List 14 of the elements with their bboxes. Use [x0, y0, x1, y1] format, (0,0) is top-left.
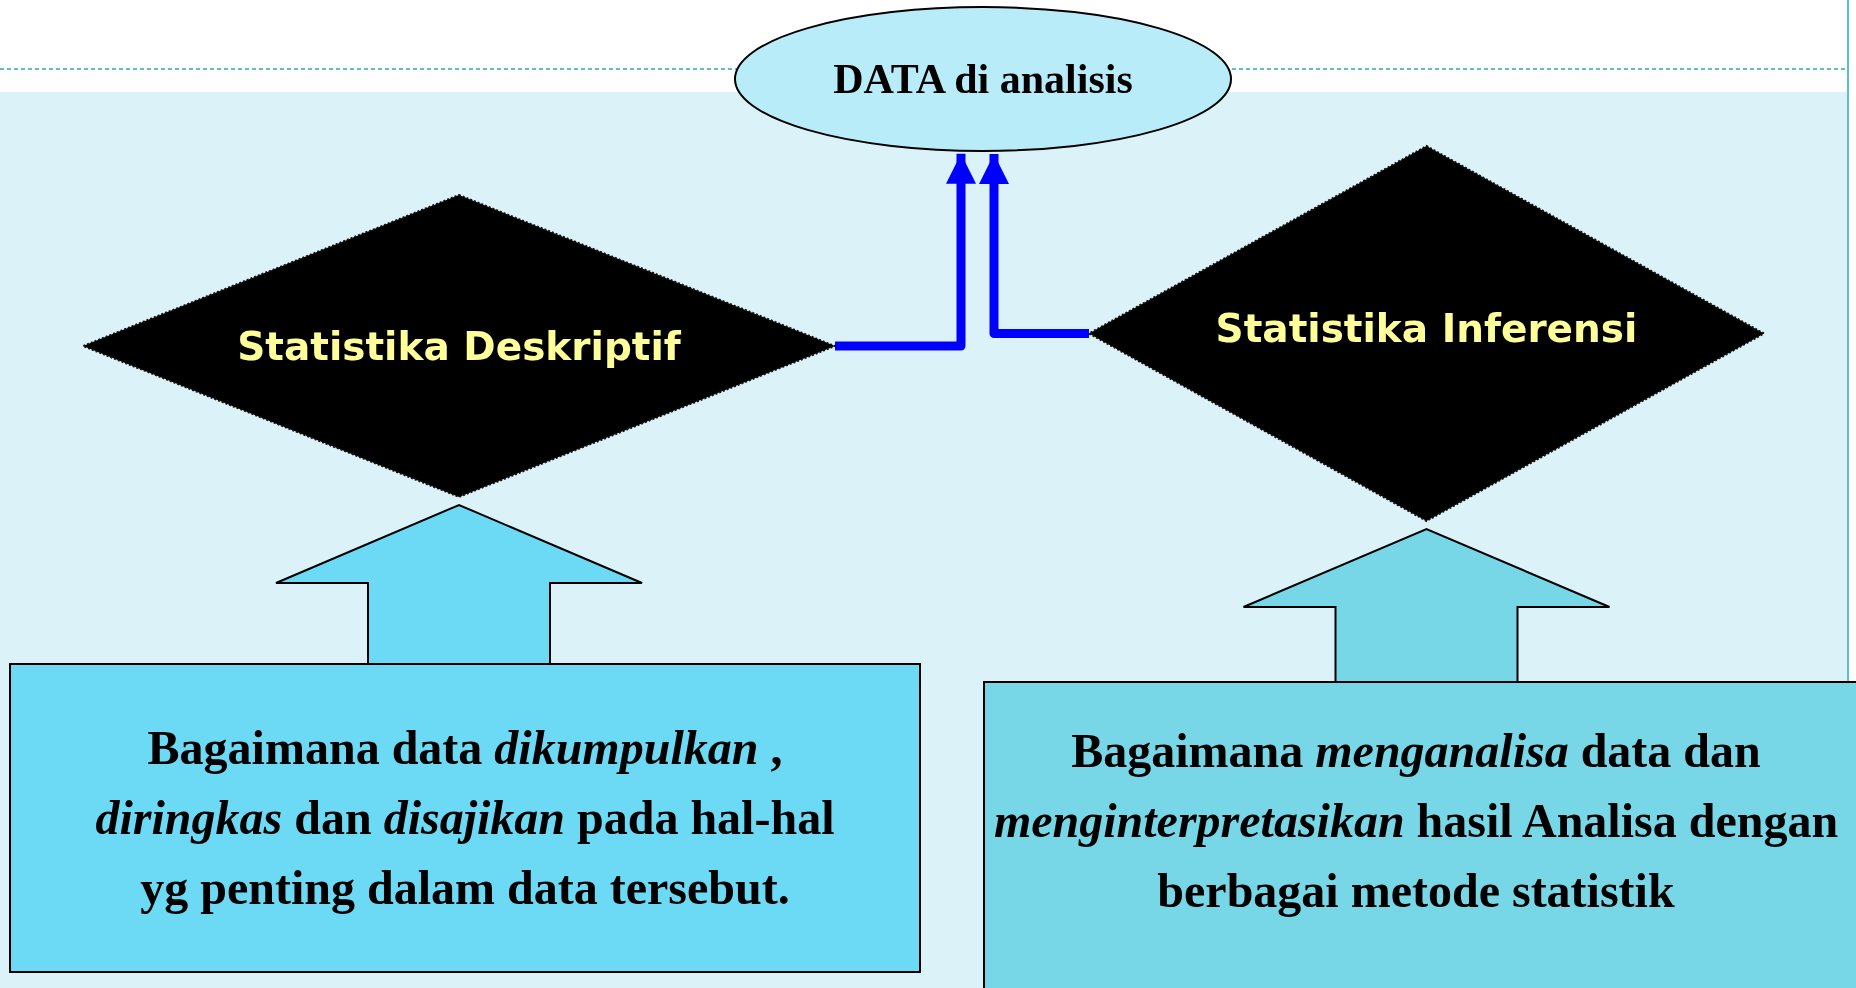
callout-text: Bagaimana data dikumpulkan , diringkas dan disajikan pada hal-hal yg penting dalam data tersebut.	[94, 720, 836, 916]
arrow	[835, 153, 976, 351]
diamond-label: Statistika Deskriptif	[237, 323, 681, 369]
block-arrow	[275, 503, 643, 664]
ellipse-node	[734, 6, 1232, 152]
block-arrow	[1242, 527, 1611, 682]
callout-box	[9, 663, 921, 973]
arrow	[979, 153, 1089, 338]
diamond-label: Statistika Inferensi	[1215, 306, 1638, 351]
decision-diamond	[1089, 146, 1764, 521]
ellipse-label: DATA di analisis	[833, 55, 1133, 103]
decision-diamond	[83, 195, 835, 497]
callout-box	[983, 681, 1856, 988]
callout-text: Bagaimana menganalisa data dan menginterpretasikan hasil Analisa dengan berbagai metode statistik	[992, 723, 1840, 919]
